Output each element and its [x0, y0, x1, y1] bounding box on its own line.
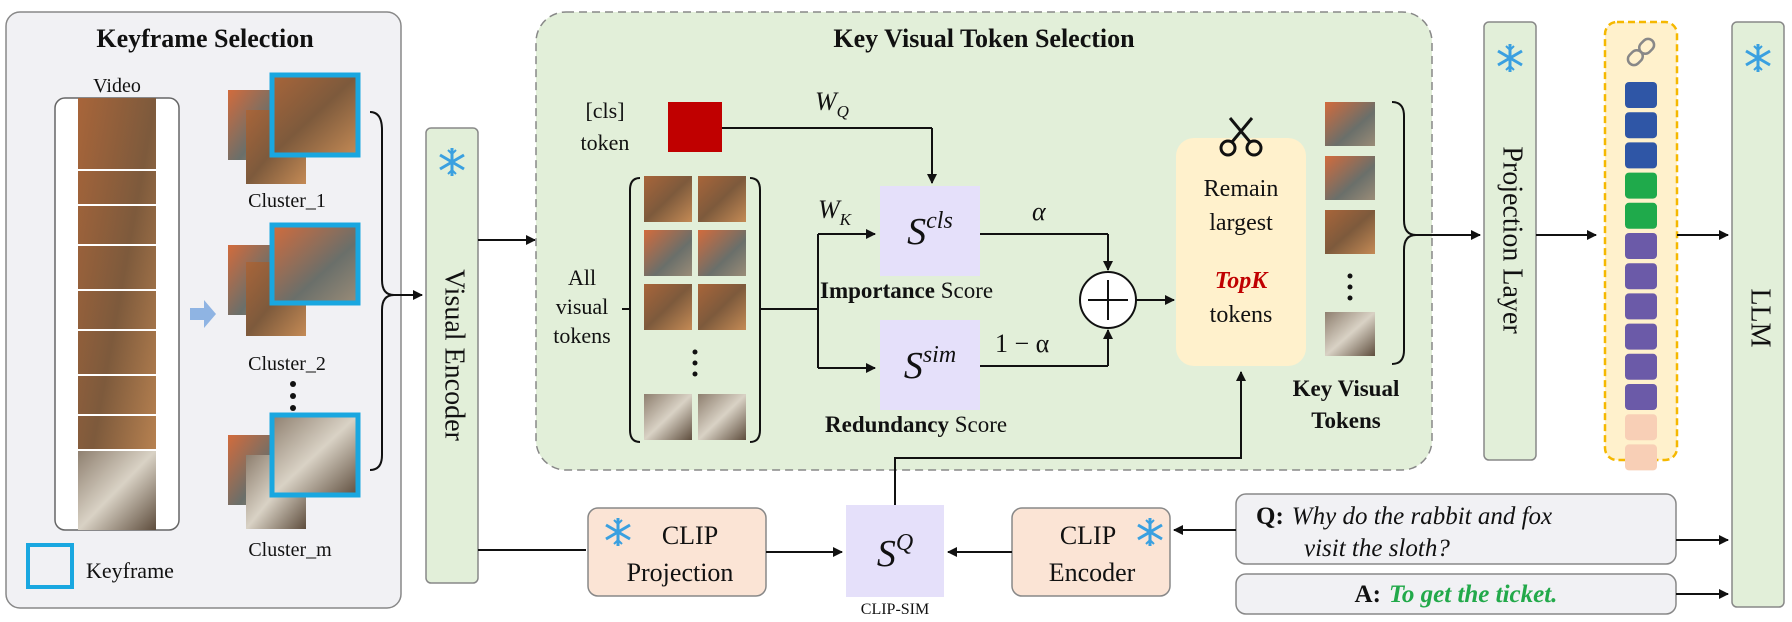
question-box: Q:Why do the rabbit and fox visit the sl…: [1235, 493, 1677, 565]
topk-box: [1176, 138, 1306, 366]
redundancy-score-label: Redundancy Score: [825, 412, 1007, 437]
clip-projection-line-1: CLIP: [662, 521, 718, 550]
remain-line-3: tokens: [1210, 302, 1273, 328]
cluster-ellipsis: [290, 381, 296, 411]
alpha-label: α: [1032, 197, 1047, 226]
cluster-m-thumbnails: [228, 412, 361, 529]
llm-block: LLM: [1731, 21, 1785, 608]
llm-label: LLM: [1745, 288, 1776, 347]
video-filmstrip: [54, 97, 180, 531]
importance-score-label: Importance Score: [820, 278, 993, 303]
stack-token-cell: [1625, 293, 1657, 320]
stack-token-cell: [1625, 142, 1657, 169]
key-visual-tokens-line-2: Tokens: [1311, 408, 1381, 433]
projection-layer-label: Projection Layer: [1497, 146, 1528, 334]
stack-token-cell: [1625, 202, 1657, 229]
question-line-1: Q:Why do the rabbit and fox: [1256, 503, 1552, 530]
clip-encoder-block: CLIP Encoder: [1011, 507, 1171, 597]
stack-token-cell: [1625, 263, 1657, 290]
stack-token-cell: [1625, 384, 1657, 410]
video-label: Video: [93, 75, 141, 97]
keyframe-legend-box: [26, 543, 74, 589]
cluster-2-thumbnails: [228, 222, 361, 336]
s-sim-box: [880, 320, 980, 410]
s-sim-symbol: Ssim: [904, 342, 956, 387]
stack-token-cell: [1625, 414, 1657, 441]
key-visual-token-selection-panel: Key Visual Token Selection [cls] token W…: [535, 11, 1433, 471]
sum-operator-icon: [1079, 271, 1137, 329]
token-stack: [1603, 20, 1679, 471]
stack-token-cell: [1625, 353, 1657, 380]
clip-sim-caption: CLIP-SIM: [861, 601, 929, 618]
stack-token-cell: [1625, 444, 1657, 471]
key-visual-tokens-line-1: Key Visual: [1293, 376, 1400, 401]
visual-token-grid: [629, 176, 761, 443]
clip-projection-block: CLIP Projection: [587, 507, 767, 597]
stack-token-cell: [1625, 323, 1657, 350]
remain-line-1: Remain: [1204, 176, 1279, 202]
cluster-2-label: Cluster_2: [248, 353, 326, 375]
all-tokens-line-3: tokens: [553, 323, 610, 348]
right-arrow-icon: [190, 300, 216, 328]
cluster-1-thumbnails: [228, 72, 361, 184]
clip-projection-line-2: Projection: [627, 558, 734, 587]
wk-label: WK: [818, 195, 853, 229]
clip-encoder-line-2: Encoder: [1049, 558, 1136, 587]
all-tokens-line-2: visual: [556, 294, 609, 319]
visual-encoder-block: Visual Encoder: [425, 127, 479, 584]
keyframe-selection-title: Keyframe Selection: [96, 24, 314, 53]
s-cls-box: [880, 186, 980, 276]
stack-token-cell: [1625, 82, 1657, 108]
cluster-1-label: Cluster_1: [248, 190, 326, 212]
s-cls-symbol: Scls: [907, 208, 953, 253]
link-icon: [1626, 37, 1656, 67]
one-minus-alpha-label: 1 − α: [995, 329, 1050, 358]
visual-encoder-label: Visual Encoder: [439, 269, 470, 441]
projection-layer-block: Projection Layer: [1483, 21, 1537, 461]
cls-label-2: token: [581, 130, 630, 155]
clip-sim-block: SQ CLIP-SIM: [846, 505, 944, 618]
answer-line: A:To get the ticket.: [1355, 581, 1558, 608]
stack-token-cell: [1625, 233, 1657, 259]
cls-label-1: [cls]: [585, 98, 624, 123]
topk-label: TopK: [1215, 268, 1269, 294]
question-line-2: visit the sloth?: [1304, 535, 1450, 562]
wq-label: WQ: [815, 87, 849, 121]
answer-box: A:To get the ticket.: [1235, 573, 1677, 615]
all-tokens-line-1: All: [568, 265, 596, 290]
stack-token-cell: [1625, 112, 1657, 139]
keyframe-selection-panel: Keyframe Selection Video: [5, 11, 402, 609]
stack-token-cell: [1625, 172, 1657, 199]
token-selection-title: Key Visual Token Selection: [833, 24, 1135, 53]
clip-encoder-line-1: CLIP: [1060, 521, 1116, 550]
remain-line-2: largest: [1209, 210, 1273, 236]
cls-token-square: [668, 102, 722, 152]
cluster-m-label: Cluster_m: [248, 539, 332, 561]
key-visual-token-column: [1325, 102, 1375, 356]
scissors-icon: [1219, 117, 1263, 157]
s-q-symbol: SQ: [877, 530, 913, 575]
keyframe-legend-label: Keyframe: [86, 558, 174, 583]
